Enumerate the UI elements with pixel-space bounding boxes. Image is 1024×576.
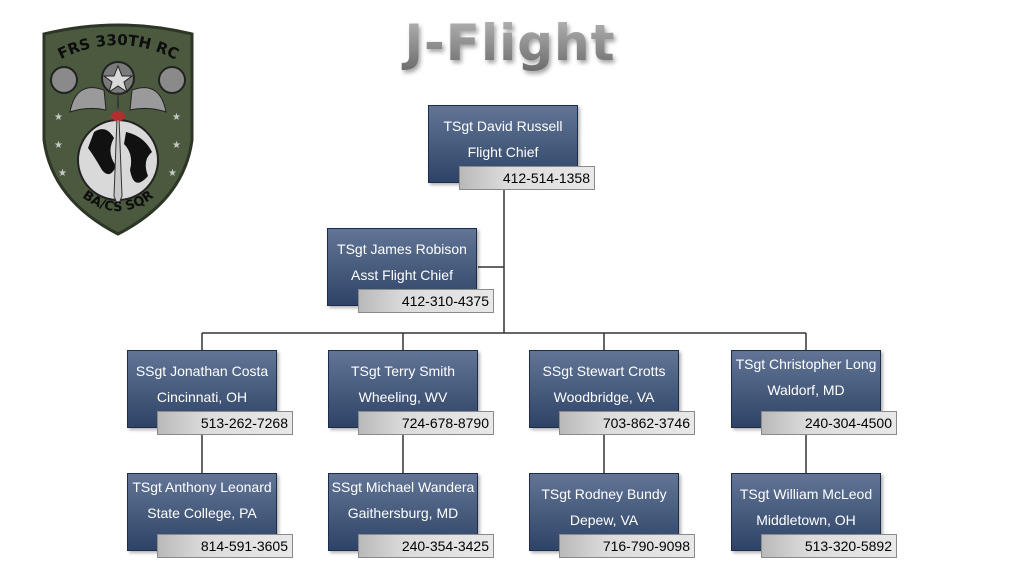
svg-text:★: ★ [168,168,177,179]
node-phone: 716-790-9098 [559,534,695,558]
node-phone: 513-320-5892 [761,534,897,558]
node-name: TSgt Rodney Bundy [541,486,667,502]
node-location: Middletown, OH [756,512,856,528]
svg-text:★: ★ [58,168,67,179]
node-name: SSgt Michael Wandera [331,479,475,495]
node-location: Depew, VA [569,512,639,528]
node-name: TSgt James Robison [337,241,467,257]
node-phone: 724-678-8790 [358,411,494,435]
node-name: TSgt Christopher Long [735,356,877,372]
node-role: Flight Chief [467,144,539,160]
node-name: TSgt David Russell [443,118,563,134]
node-role: Asst Flight Chief [351,267,453,283]
node-phone: 814-591-3605 [157,534,293,558]
node-location: Cincinnati, OH [156,389,248,405]
node-location: Waldorf, MD [767,382,845,398]
svg-text:★: ★ [54,112,63,123]
node-phone: 240-304-4500 [761,411,897,435]
node-location: State College, PA [147,505,257,521]
node-name: SSgt Stewart Crotts [542,363,666,379]
squadron-patch-logo: AFRS 330TH RCS ★ ★ ★ ★ ★ ★ BA/CS SQR [34,20,194,236]
node-name: TSgt Anthony Leonard [132,479,272,495]
page-title: J-Flight [380,14,640,72]
node-location: Gaithersburg, MD [347,505,459,521]
node-phone: 412-514-1358 [459,166,595,190]
node-location: Woodbridge, VA [553,389,655,405]
node-phone: 703-862-3746 [559,411,695,435]
node-phone: 240-354-3425 [358,534,494,558]
node-name: TSgt William McLeod [739,486,873,502]
node-phone: 412-310-4375 [358,289,494,313]
svg-text:★: ★ [172,112,181,123]
node-name: TSgt Terry Smith [351,363,455,379]
node-location: Wheeling, WV [358,389,448,405]
node-name: SSgt Jonathan Costa [135,363,269,379]
node-phone: 513-262-7268 [157,411,293,435]
svg-text:★: ★ [172,140,181,151]
svg-text:★: ★ [54,140,63,151]
